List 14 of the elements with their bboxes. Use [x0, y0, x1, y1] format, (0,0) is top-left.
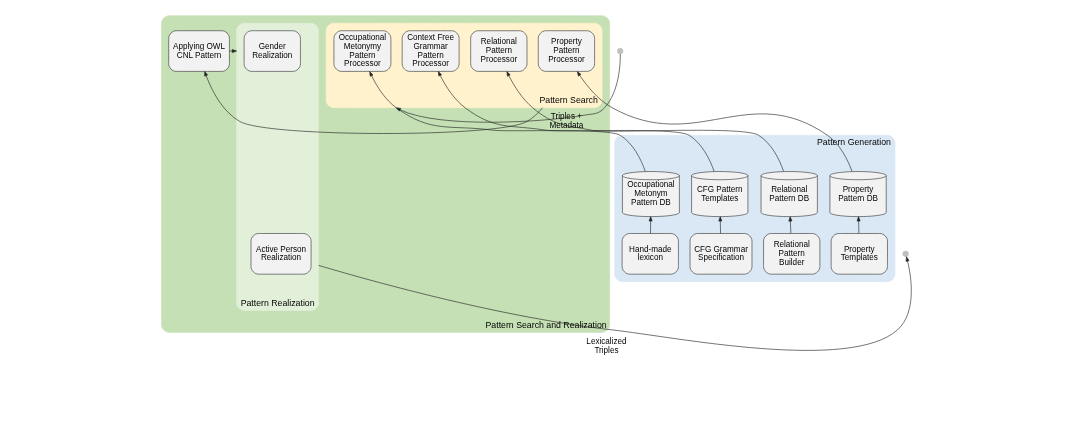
node-circle: [902, 250, 909, 257]
arrow: [369, 71, 646, 172]
arrow: [506, 71, 784, 172]
arrow: [856, 216, 861, 234]
arrow: [204, 71, 543, 134]
arrow: [718, 216, 723, 234]
arrow: [229, 49, 237, 53]
arrow: [395, 53, 621, 123]
arrow: [437, 71, 715, 172]
arrow: [318, 256, 912, 351]
node-circle: [617, 47, 624, 55]
arrow: [577, 71, 853, 172]
arrow: [788, 216, 793, 234]
arrow: [648, 216, 653, 234]
